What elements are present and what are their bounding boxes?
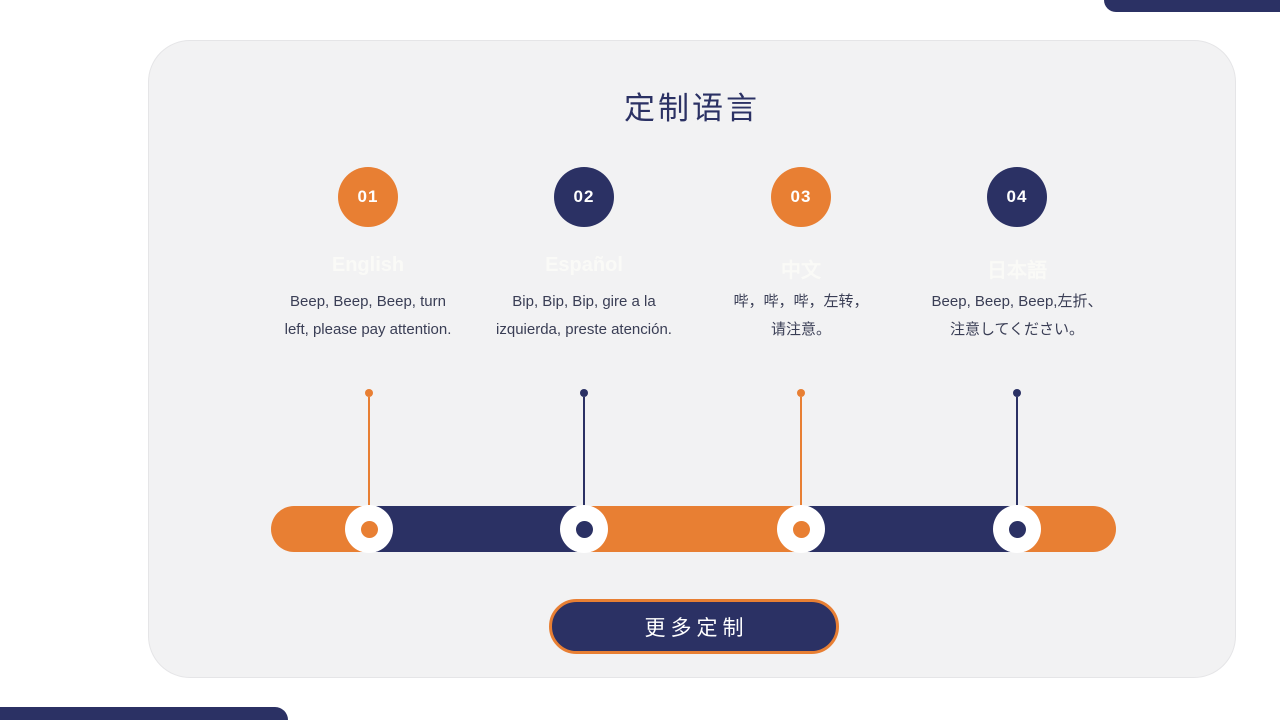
step-number-badge: 04 bbox=[987, 167, 1047, 227]
timeline-bar bbox=[271, 506, 1116, 552]
description-line: 注意してください。 bbox=[949, 320, 1085, 338]
timeline-node bbox=[993, 505, 1041, 553]
connector-pin bbox=[797, 389, 805, 529]
pin-dot-icon bbox=[797, 389, 805, 397]
description-line: Bip, Bip, Bip, gire a la bbox=[512, 293, 656, 310]
timeline-node bbox=[777, 505, 825, 553]
step-column-spanish: 02 Español Bip, Bip, Bip, gire a la izqu… bbox=[476, 167, 692, 343]
step-number-badge: 02 bbox=[554, 167, 614, 227]
bottom-left-accent-bar bbox=[0, 707, 288, 720]
pin-dot-icon bbox=[580, 389, 588, 397]
pin-line bbox=[583, 397, 585, 529]
connector-pin bbox=[365, 389, 373, 529]
step-description: Beep, Beep, Beep, turn left, please pay … bbox=[260, 288, 476, 343]
pin-line bbox=[800, 397, 802, 529]
language-name: 中文 bbox=[781, 260, 821, 282]
language-name: English bbox=[331, 254, 405, 276]
timeline-node bbox=[560, 505, 608, 553]
pin-line bbox=[368, 397, 370, 529]
description-line: left, please pay attention. bbox=[284, 320, 452, 338]
step-number: 04 bbox=[1006, 187, 1028, 206]
step-description: Beep, Beep, Beep,左折、 注意してください。 bbox=[909, 288, 1125, 343]
step-column-japanese: 04 日本語 Beep, Beep, Beep,左折、 注意してください。 bbox=[909, 167, 1125, 343]
section-title: 定制语言 bbox=[624, 91, 760, 126]
step-number-badge: 03 bbox=[771, 167, 831, 227]
step-description: Bip, Bip, Bip, gire a la izquierda, pres… bbox=[476, 288, 692, 343]
timeline-node bbox=[345, 505, 393, 553]
timeline-segment bbox=[801, 506, 1017, 552]
description-line: izquierda, preste atención. bbox=[496, 320, 672, 338]
description-line: Beep, Beep, Beep, turn bbox=[290, 293, 446, 310]
more-customization-button[interactable]: 更多定制 bbox=[549, 599, 839, 654]
step-number: 02 bbox=[573, 187, 595, 206]
language-name: Español bbox=[545, 254, 623, 276]
description-line: 哔，哔，哔，左转， bbox=[733, 293, 869, 310]
step-description: 哔，哔，哔，左转， 请注意。 bbox=[693, 288, 909, 343]
timeline-segment bbox=[369, 506, 584, 552]
step-number: 01 bbox=[357, 187, 379, 206]
node-dot-icon bbox=[1008, 520, 1026, 538]
more-customization-label: 更多定制 bbox=[644, 616, 749, 640]
node-dot-icon bbox=[792, 520, 810, 538]
description-line: 请注意。 bbox=[770, 320, 831, 338]
node-dot-icon bbox=[575, 520, 593, 538]
language-name: 日本語 bbox=[987, 260, 1047, 282]
top-right-accent-bar bbox=[1104, 0, 1280, 12]
step-column-chinese: 03 中文 哔，哔，哔，左转， 请注意。 bbox=[693, 167, 909, 343]
pin-dot-icon bbox=[1013, 389, 1021, 397]
step-number: 03 bbox=[790, 187, 812, 206]
pin-line bbox=[1016, 397, 1018, 529]
language-customization-card: 定制语言 01 English Beep, Beep, Beep, turn l… bbox=[148, 40, 1236, 678]
connector-pin bbox=[1013, 389, 1021, 529]
description-line: Beep, Beep, Beep,左折、 bbox=[931, 293, 1103, 310]
timeline-segment bbox=[584, 506, 801, 552]
step-number-badge: 01 bbox=[338, 167, 398, 227]
connector-pin bbox=[580, 389, 588, 529]
step-column-english: 01 English Beep, Beep, Beep, turn left, … bbox=[260, 167, 476, 343]
pin-dot-icon bbox=[365, 389, 373, 397]
node-dot-icon bbox=[360, 520, 378, 538]
